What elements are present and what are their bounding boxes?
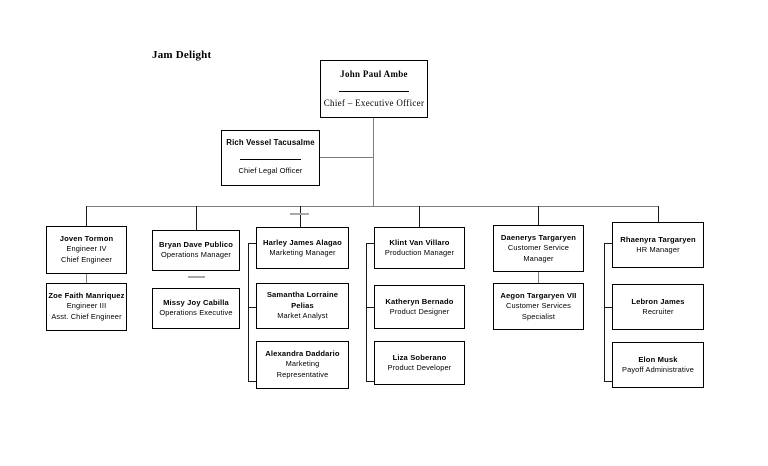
connector-bus-to-col2 bbox=[196, 206, 198, 230]
connector-legal-to-ceo bbox=[320, 157, 374, 159]
node-report-2-1[interactable]: Missy Joy Cabilla Operations Executive bbox=[152, 288, 240, 329]
connector-col3-rail bbox=[248, 243, 250, 381]
connector-col4-rail bbox=[366, 243, 368, 381]
node-role: Chief – Executive Officer bbox=[323, 98, 425, 109]
node-name: Katheryn Bernado bbox=[385, 296, 454, 306]
node-chief-executive-officer[interactable]: John Paul Ambe Chief – Executive Officer bbox=[320, 60, 428, 118]
node-divider bbox=[339, 91, 409, 93]
node-name: Rhaenyra Targaryen bbox=[620, 234, 696, 244]
node-name: Lebron James bbox=[631, 296, 685, 306]
connector-col6-stub-3 bbox=[604, 381, 613, 383]
node-name: Liza Soberano bbox=[392, 352, 447, 362]
node-report-5-1[interactable]: Aegon Targaryen VII Customer Services Sp… bbox=[493, 283, 584, 330]
node-role: Marketing Manager bbox=[269, 247, 336, 257]
node-name: John Paul Ambe bbox=[340, 69, 408, 79]
node-role: Market Analyst bbox=[277, 310, 328, 320]
connector-bus bbox=[86, 206, 659, 208]
node-department-head-6[interactable]: Rhaenyra Targaryen HR Manager bbox=[612, 222, 704, 268]
connector-ceo-stem bbox=[373, 118, 375, 206]
node-role: Product Developer bbox=[387, 362, 452, 372]
node-report-4-2[interactable]: Liza Soberano Product Developer bbox=[374, 341, 465, 385]
node-name: Klint Van Villaro bbox=[389, 237, 450, 247]
node-name: Aegon Targaryen VII bbox=[500, 290, 577, 300]
node-report-1-1[interactable]: Zoe Faith Manriquez Engineer III Asst. C… bbox=[46, 283, 127, 331]
node-role: Production Manager bbox=[384, 247, 455, 257]
node-department-head-1[interactable]: Joven Tormon Engineer IV Chief Engineer bbox=[46, 226, 127, 274]
node-role: Engineer IV Chief Engineer bbox=[61, 244, 112, 265]
node-divider bbox=[240, 158, 301, 160]
node-report-3-2[interactable]: Alexandra Daddario Marketing Representat… bbox=[256, 341, 349, 389]
node-department-head-3[interactable]: Harley James Alagao Marketing Manager bbox=[256, 227, 349, 269]
node-role: Engineer III Asst. Chief Engineer bbox=[51, 301, 122, 322]
node-chief-legal-officer[interactable]: Rich Vessel Tacusalme Chief Legal Office… bbox=[221, 130, 320, 186]
node-role: Operations Executive bbox=[159, 308, 233, 318]
node-role: Recruiter bbox=[642, 306, 674, 316]
connector-bus-to-col4 bbox=[419, 206, 421, 227]
node-department-head-5[interactable]: Daenerys Targaryen Customer Service Mana… bbox=[493, 225, 584, 272]
connector-bus-to-col5 bbox=[538, 206, 540, 225]
node-role: Chief Legal Officer bbox=[238, 165, 303, 175]
connector-col4-stub-3 bbox=[366, 381, 375, 383]
node-department-head-2[interactable]: Bryan Dave Publico Operations Manager bbox=[152, 230, 240, 271]
node-name: Joven Tormon bbox=[59, 234, 114, 244]
node-name: Elon Musk bbox=[638, 354, 678, 364]
connector-col4-stub-2 bbox=[366, 307, 375, 309]
connector-col1-vertical bbox=[86, 274, 88, 283]
node-role: HR Manager bbox=[636, 244, 680, 254]
node-report-6-2[interactable]: Elon Musk Payoff Administrative bbox=[612, 342, 704, 388]
node-name: Samantha Lorraine Pelias bbox=[266, 290, 339, 310]
connector-bus-to-col3 bbox=[300, 206, 302, 227]
node-name: Missy Joy Cabilla bbox=[163, 298, 229, 307]
node-name: Zoe Faith Manriquez bbox=[48, 291, 125, 301]
node-role: Marketing Representative bbox=[276, 359, 329, 380]
node-name: Rich Vessel Tacusalme bbox=[226, 138, 315, 147]
connector-col6-stub-2 bbox=[604, 307, 613, 309]
node-role: Product Designer bbox=[389, 306, 450, 316]
connector-col3-stub-2 bbox=[248, 307, 257, 309]
node-department-head-4[interactable]: Klint Van Villaro Production Manager bbox=[374, 227, 465, 269]
node-name: Harley James Alagao bbox=[263, 237, 342, 247]
page-title: Jam Delight bbox=[152, 49, 212, 61]
node-role: Payoff Administrative bbox=[621, 364, 695, 374]
connector-col6-stub-1 bbox=[604, 243, 613, 245]
connector-col3-stub-3 bbox=[248, 381, 257, 383]
connector-col6-rail bbox=[604, 243, 606, 381]
node-report-3-1[interactable]: Samantha Lorraine Pelias Market Analyst bbox=[256, 283, 349, 329]
node-report-4-1[interactable]: Katheryn Bernado Product Designer bbox=[374, 285, 465, 329]
node-role: Customer Service Manager bbox=[507, 242, 570, 263]
artifact-dash-col3 bbox=[290, 213, 309, 215]
node-name: Daenerys Targaryen bbox=[500, 232, 577, 242]
node-role: Customer Services Specialist bbox=[506, 300, 571, 321]
node-report-6-1[interactable]: Lebron James Recruiter bbox=[612, 284, 704, 330]
connector-col5-vertical bbox=[538, 272, 540, 283]
connector-col3-stub-1 bbox=[248, 243, 257, 245]
connector-bus-to-col6 bbox=[658, 206, 660, 222]
node-name: Bryan Dave Publico bbox=[158, 240, 234, 249]
artifact-dash-col2 bbox=[188, 276, 205, 278]
connector-col4-stub-1 bbox=[366, 243, 375, 245]
connector-bus-to-col1 bbox=[86, 206, 88, 226]
node-name: Alexandra Daddario bbox=[265, 349, 340, 359]
node-role: Operations Manager bbox=[160, 250, 232, 260]
